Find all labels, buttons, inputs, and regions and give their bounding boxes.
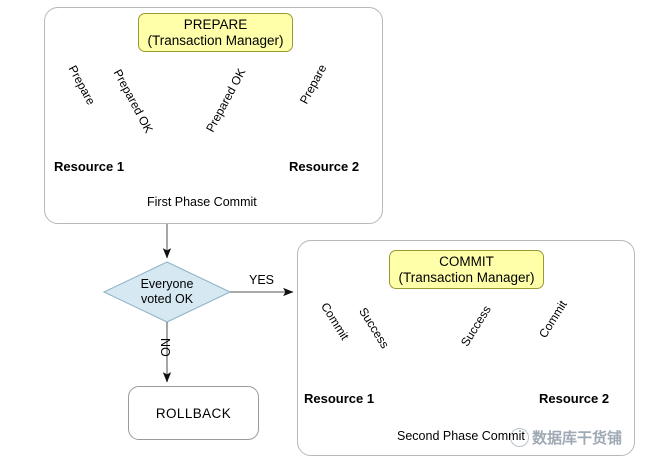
watermark-text: 数据库干货铺: [532, 429, 623, 447]
resource-2-phase1-label: Resource 2: [289, 159, 360, 174]
second-phase-commit-caption: Second Phase Commit: [397, 429, 525, 443]
resource-1-phase1-label: Resource 1: [54, 159, 125, 174]
commit-transaction-manager-box[interactable]: COMMIT (Transaction Manager): [389, 250, 544, 289]
commit-title: COMMIT: [439, 253, 494, 269]
watermark: 数据库干货铺: [510, 427, 622, 448]
prepare-title: PREPARE: [183, 16, 248, 32]
first-phase-commit-caption: First Phase Commit: [147, 195, 257, 209]
watermark-logo-icon: [510, 428, 529, 447]
branch-label-yes: YES: [249, 273, 275, 287]
prepare-transaction-manager-box[interactable]: PREPARE (Transaction Manager): [138, 13, 293, 52]
decision-diamond-text: Everyone voted OK: [127, 277, 207, 308]
commit-subtitle: (Transaction Manager): [398, 269, 535, 285]
resource-1-phase2-label: Resource 1: [304, 391, 375, 406]
prepare-subtitle: (Transaction Manager): [147, 32, 284, 48]
rollback-box[interactable]: ROLLBACK: [128, 386, 259, 440]
decision-line-2: voted OK: [140, 292, 194, 307]
decision-line-1: Everyone: [140, 277, 194, 291]
rollback-label: ROLLBACK: [155, 405, 232, 421]
branch-label-no: NO: [158, 338, 172, 357]
resource-2-phase2-label: Resource 2: [539, 391, 610, 406]
